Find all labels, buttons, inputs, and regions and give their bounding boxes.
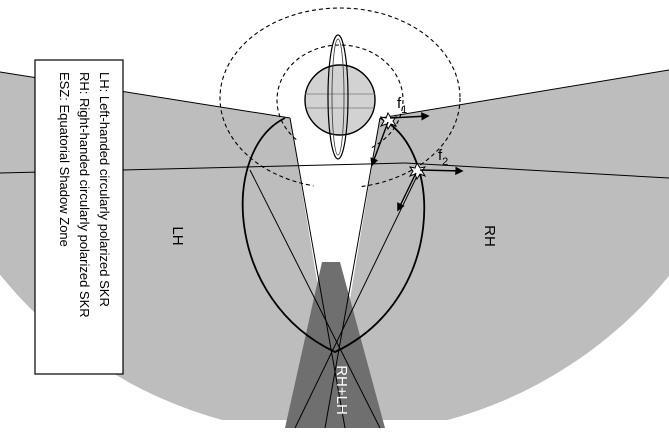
rh-label: RH (481, 225, 498, 247)
esz-label: ESZ (333, 195, 350, 224)
lh-label: LH (169, 226, 186, 245)
legend: LH: Left-handed circularly polarized SKR… (35, 60, 123, 374)
legend-lh: LH: Left-handed circularly polarized SKR (97, 72, 112, 307)
legend-rh: RH: Right-handed circularly polarized SK… (77, 72, 92, 318)
f1-subscript: 1 (401, 104, 407, 116)
f2-subscript: 2 (442, 156, 448, 168)
overlap-label: RH+LH (333, 365, 350, 415)
f1-label: f1 (397, 95, 407, 116)
rh-region (330, 70, 669, 420)
legend-esz: ESZ: Equatorial Shadow Zone (57, 72, 72, 247)
